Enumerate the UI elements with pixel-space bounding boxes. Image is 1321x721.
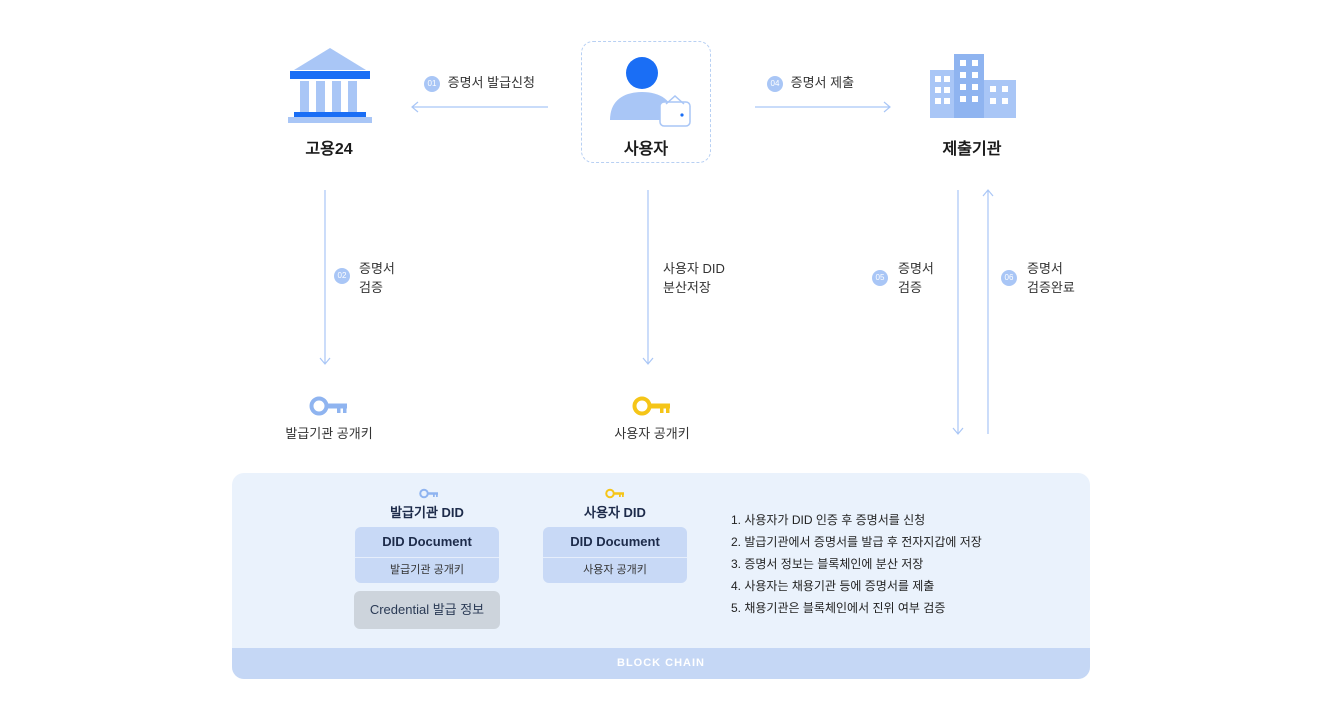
user-did-key-icon bbox=[605, 488, 624, 499]
step-05-badge: 05 bbox=[872, 270, 888, 286]
user-key-icon bbox=[632, 396, 670, 416]
government-building-icon bbox=[288, 48, 372, 123]
step-05-label: 증명서 검증 bbox=[898, 259, 934, 297]
step-05-line2: 검증 bbox=[898, 280, 922, 295]
user-avatar-icon bbox=[610, 57, 691, 127]
description-item: 3. 증명서 정보는 블록체인에 분산 저장 bbox=[731, 557, 924, 571]
user-node bbox=[581, 41, 711, 163]
step-user-did-line2: 분산저장 bbox=[663, 280, 711, 295]
issuer-did-key-icon bbox=[419, 488, 438, 499]
step-02-line2: 검증 bbox=[359, 280, 383, 295]
gov-label: 고용24 bbox=[305, 141, 353, 158]
step-02-line1: 증명서 bbox=[359, 261, 395, 276]
step-02-label: 증명서 검증 bbox=[359, 259, 395, 297]
step-06-badge: 06 bbox=[1001, 270, 1017, 286]
step-02-badge: 02 bbox=[334, 268, 350, 284]
description-item: 5. 채용기관은 블록체인에서 진위 여부 검증 bbox=[731, 601, 946, 615]
step-04-label: 증명서 제출 bbox=[790, 75, 855, 90]
step-01: 01 증명서 발급신청 bbox=[424, 73, 535, 92]
description-item: 4. 사용자는 채용기관 등에 증명서를 제출 bbox=[731, 579, 935, 593]
blockchain-bar: BLOCK CHAIN bbox=[232, 648, 1090, 679]
step-04: 04 증명서 제출 bbox=[767, 73, 854, 92]
credential-info: Credential 발급 정보 bbox=[354, 591, 500, 629]
user-doc-sub: 사용자 공개키 bbox=[583, 564, 647, 576]
user-doc-title: DID Document bbox=[543, 527, 687, 558]
step-05-line1: 증명서 bbox=[898, 261, 934, 276]
user-did-document: DID Document 사용자 공개키 bbox=[543, 527, 687, 583]
office-buildings-icon bbox=[930, 54, 1016, 118]
issuer-key-label: 발급기관 공개키 bbox=[285, 426, 373, 441]
step-01-label: 증명서 발급신청 bbox=[447, 75, 535, 90]
description-item: 1. 사용자가 DID 인증 후 증명서를 신청 bbox=[731, 513, 926, 527]
issuer-key-icon bbox=[309, 396, 347, 416]
org-label: 제출기관 bbox=[942, 141, 1002, 158]
step-06-line2: 검증완료 bbox=[1027, 280, 1075, 295]
process-description-list: 1. 사용자가 DID 인증 후 증명서를 신청 2. 발급기관에서 증명서를 … bbox=[731, 509, 982, 619]
user-did-title: 사용자 DID bbox=[584, 505, 646, 520]
issuer-did-title: 발급기관 DID bbox=[390, 505, 464, 520]
issuer-did-document: DID Document 발급기관 공개키 bbox=[355, 527, 499, 583]
step-06-line1: 증명서 bbox=[1027, 261, 1063, 276]
issuer-doc-title: DID Document bbox=[355, 527, 499, 558]
step-user-did-label: 사용자 DID 분산저장 bbox=[663, 259, 725, 297]
step-04-badge: 04 bbox=[767, 75, 783, 92]
step-01-badge: 01 bbox=[424, 75, 440, 92]
user-key-label: 사용자 공개키 bbox=[614, 426, 690, 441]
issuer-doc-sub: 발급기관 공개키 bbox=[390, 564, 464, 576]
description-item: 2. 발급기관에서 증명서를 발급 후 전자지갑에 저장 bbox=[731, 535, 982, 549]
step-06-label: 증명서 검증완료 bbox=[1027, 259, 1075, 297]
user-label: 사용자 bbox=[623, 141, 669, 158]
step-user-did-line1: 사용자 DID bbox=[663, 261, 725, 276]
